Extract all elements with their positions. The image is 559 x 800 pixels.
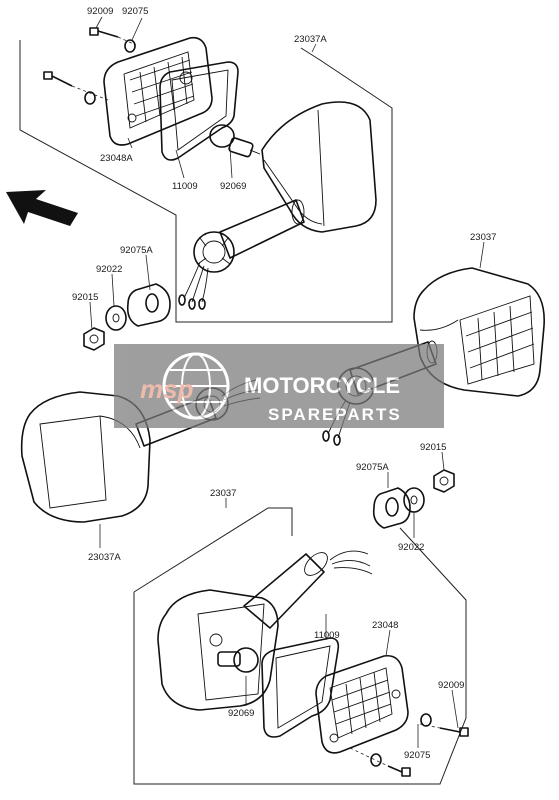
label-23037-right: 23037 [470, 232, 496, 243]
label-92009-top: 92009 [87, 6, 113, 17]
washer-92075-top [84, 39, 136, 105]
label-92075A-right: 92075A [356, 462, 389, 473]
label-92075A-left: 92075A [120, 245, 153, 256]
label-11009-top: 11009 [172, 181, 198, 192]
leader-lines [89, 16, 485, 748]
grommet-92075A-left [126, 283, 171, 327]
washer-92022-left [105, 305, 127, 331]
housing-23037-right [413, 267, 545, 397]
lens-23048 [315, 654, 409, 754]
bulb-92069-top [209, 124, 261, 158]
nut-92015-left [83, 327, 105, 351]
label-23048: 23048 [372, 620, 398, 631]
washer-92075-bottom [370, 713, 432, 767]
top-turn-signal-assembly [43, 27, 377, 351]
label-23037A-top: 23037A [294, 34, 327, 45]
grommet-92075A-right [372, 487, 411, 529]
stem-top [219, 199, 305, 259]
bulb-92069-bottom [217, 647, 259, 673]
housing-23037A-top [261, 101, 377, 233]
label-92075-bottom: 92075 [404, 750, 430, 761]
label-92015-left: 92015 [72, 292, 98, 303]
base-top [178, 231, 235, 310]
wires-bottom [329, 550, 373, 575]
part-labels: 92009 92075 23037A 23048A 11009 92069 92… [72, 6, 496, 761]
label-23037-bottom: 23037 [210, 488, 236, 499]
label-23048A: 23048A [100, 153, 133, 164]
assembly-frame-top [19, 40, 393, 323]
label-92022-right: 92022 [398, 542, 424, 553]
nut-92015-right [433, 469, 455, 493]
bottom-turn-signal-assembly [157, 550, 469, 777]
front-arrow-icon [6, 190, 78, 226]
screw-92009-mid [43, 71, 109, 101]
label-92022-left: 92022 [96, 264, 122, 275]
label-92015-right: 92015 [420, 442, 446, 453]
watermark-line2: SPAREPARTS [268, 405, 402, 424]
stem-bottom [243, 552, 328, 629]
gasket-11009-bottom [261, 637, 340, 738]
housing-23037-bottom [157, 589, 279, 711]
lens-23048A [103, 36, 213, 146]
assembly-frame-bottom [133, 507, 467, 785]
label-11009-bottom: 11009 [314, 630, 340, 641]
watermark-logo-icon: msp [140, 352, 230, 420]
label-92069-top: 92069 [220, 181, 246, 192]
watermark-line1: MOTORCYCLE [244, 373, 400, 398]
svg-text:msp: msp [140, 374, 194, 404]
washer-92022-right [403, 487, 425, 513]
label-92075-top: 92075 [122, 6, 148, 17]
screw-92009-top [89, 27, 137, 46]
label-92069-bottom: 92069 [228, 708, 254, 719]
label-92009-bottom: 92009 [438, 680, 464, 691]
gasket-11009-top [159, 61, 239, 161]
label-23037A-left: 23037A [88, 552, 121, 563]
watermark: msp MOTORCYCLE SPAREPARTS [114, 344, 444, 428]
